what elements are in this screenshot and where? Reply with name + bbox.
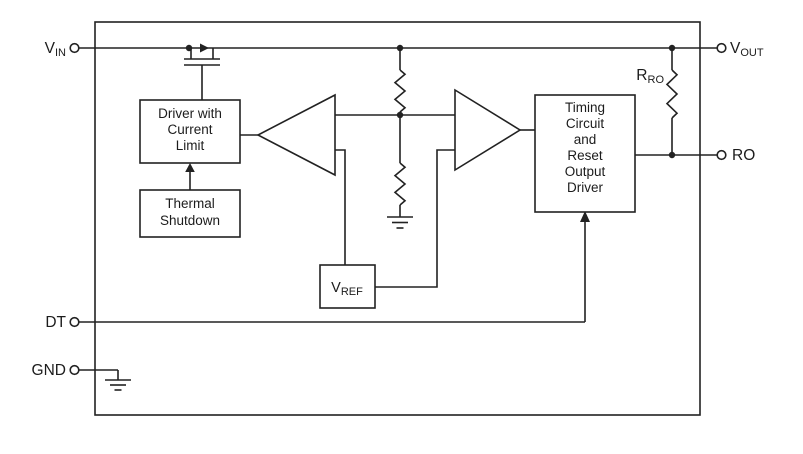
- dt-pin-terminal: [69, 316, 80, 328]
- thermal-arrowhead: [185, 163, 195, 172]
- transistor-arrow-icon: [200, 43, 209, 53]
- thermal-shutdown-block: Thermal Shutdown: [139, 189, 241, 238]
- dt-arrowhead: [580, 211, 590, 222]
- vin-pin-label: VIN: [45, 40, 66, 59]
- driver-label-line1: Driver with: [158, 106, 222, 121]
- driver-box: [139, 99, 241, 164]
- timing-label-line5: Output: [565, 164, 606, 179]
- vref-label: VREF: [331, 280, 363, 298]
- divider-tap-junction-dot: [396, 111, 404, 119]
- feedback-divider: [387, 48, 413, 229]
- divider-top-junction-dot: [396, 44, 404, 52]
- rro-label: RRO: [636, 67, 664, 86]
- divider-resistor-top: [393, 69, 407, 113]
- divider-resistor-bottom: [393, 162, 407, 206]
- dt-pin-label: DT: [45, 314, 66, 331]
- thermal-shutdown-box: [139, 189, 241, 238]
- rro-ro-junction-dot: [668, 151, 676, 159]
- rro-zigzag: [665, 69, 679, 119]
- gnd-ground-icon: [105, 370, 131, 391]
- reset-comparator: [454, 88, 522, 172]
- vin-pin-terminal: [69, 42, 80, 54]
- timing-box: [534, 94, 636, 213]
- timing-block: Timing Circuit and Reset Output Driver: [534, 94, 636, 213]
- transistor-junction-dot: [185, 44, 193, 52]
- vref-block: VREF: [319, 264, 376, 309]
- driver-label-line3: Limit: [176, 138, 205, 153]
- vref-box: [319, 264, 376, 309]
- driver-block: Driver with Current Limit: [139, 99, 241, 164]
- vref-to-error-amp-wire: [335, 149, 346, 265]
- error-amplifier: [256, 93, 336, 177]
- vref-to-comparator-wire: [375, 149, 455, 288]
- timing-label-line3: and: [574, 132, 597, 147]
- divider-ground-icon: [387, 216, 413, 229]
- pass-transistor: [184, 43, 220, 66]
- vout-pin-label: VOUT: [730, 40, 764, 59]
- timing-label-line2: Circuit: [566, 116, 605, 131]
- vout-pin-terminal: [716, 42, 727, 54]
- wires: [79, 47, 717, 371]
- thermal-label-line2: Shutdown: [160, 213, 220, 228]
- timing-label-line6: Driver: [567, 180, 604, 195]
- rro-top-junction-dot: [668, 44, 676, 52]
- ro-pin-terminal: [716, 149, 727, 161]
- thermal-label-line1: Thermal: [165, 196, 215, 211]
- ro-pin-label: RO: [732, 147, 755, 164]
- gnd-pin-label: GND: [32, 362, 66, 379]
- gnd-pin-terminal: [69, 364, 80, 376]
- driver-label-line2: Current: [167, 122, 212, 137]
- rro-resistor: [665, 48, 679, 155]
- timing-label-line1: Timing: [565, 100, 605, 115]
- timing-label-line4: Reset: [567, 148, 603, 163]
